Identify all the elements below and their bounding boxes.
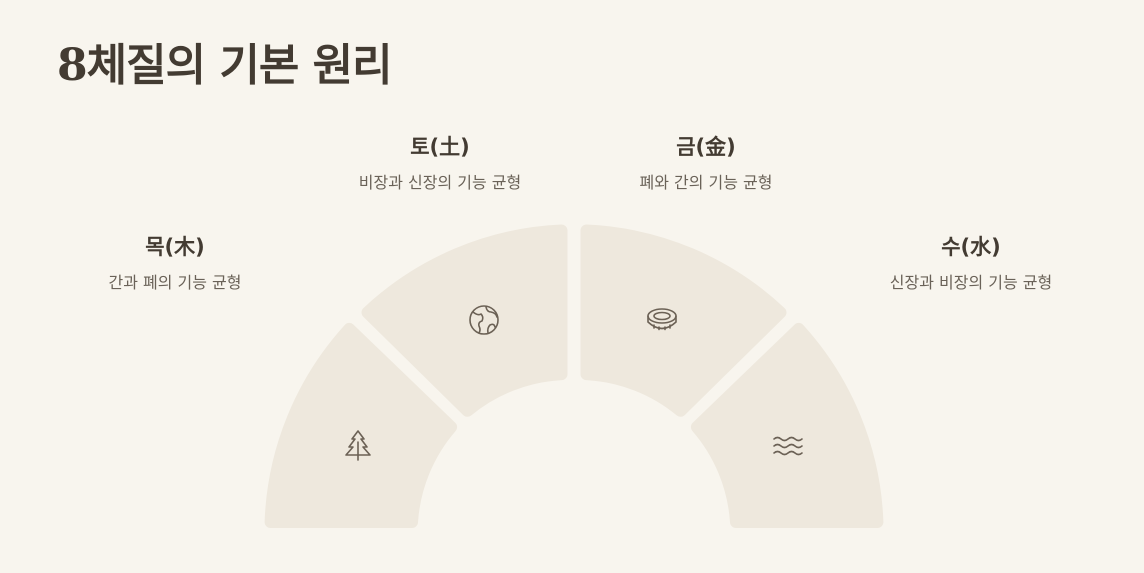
segment-earth xyxy=(361,224,568,417)
tree-icon xyxy=(345,430,371,461)
segment-water xyxy=(690,322,884,528)
coin-icon xyxy=(647,308,677,331)
segment-water-shape xyxy=(690,322,884,528)
element-desc-water: 신장과 비장의 기능 균형 xyxy=(889,273,1053,292)
segment-metal-shape xyxy=(580,224,787,417)
element-name-earth: 토(土) xyxy=(410,135,470,159)
element-desc-metal: 폐와 간의 기능 균형 xyxy=(639,173,773,192)
globe-icon xyxy=(469,305,499,335)
element-label-wood: 목(木) 간과 폐의 기능 균형 xyxy=(55,234,295,293)
element-label-earth: 토(土) 비장과 신장의 기능 균형 xyxy=(320,134,560,193)
element-name-wood: 목(木) xyxy=(145,235,205,259)
element-label-metal: 금(金) 폐와 간의 기능 균형 xyxy=(586,134,826,193)
segment-wood xyxy=(264,322,458,528)
element-label-water: 수(水) 신장과 비장의 기능 균형 xyxy=(851,234,1091,293)
water-waves-icon xyxy=(773,436,803,456)
element-name-water: 수(水) xyxy=(941,235,1001,259)
page-title: 8체질의 기본 원리 xyxy=(57,40,393,91)
segment-earth-shape xyxy=(361,224,568,417)
segment-metal xyxy=(580,224,787,417)
element-name-metal: 금(金) xyxy=(676,135,736,159)
segment-wood-shape xyxy=(264,322,458,528)
element-desc-earth: 비장과 신장의 기능 균형 xyxy=(358,173,522,192)
element-desc-wood: 간과 폐의 기능 균형 xyxy=(108,273,242,292)
